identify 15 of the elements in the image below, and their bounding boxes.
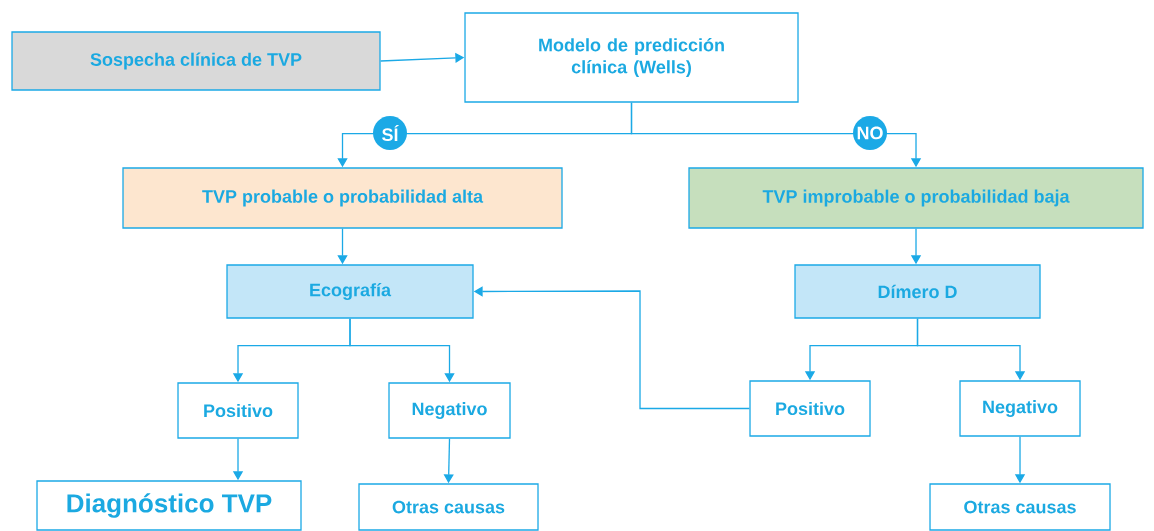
result-box: Positivo xyxy=(177,382,299,439)
process-box: TVP improbable o probabilidad baja xyxy=(688,167,1144,229)
process-box: TVP probable o probabilidad alta xyxy=(122,167,563,229)
outcome-box: Otras causas xyxy=(929,483,1111,531)
edge-label: SÍ xyxy=(373,116,407,150)
process-box: Modelo de predicción clínica (Wells) xyxy=(464,12,799,103)
process-box: Dímero D xyxy=(794,264,1041,319)
result-box: Negativo xyxy=(959,380,1081,437)
result-box: Negativo xyxy=(388,382,511,439)
process-box: Ecografía xyxy=(226,264,474,319)
result-box: Positivo xyxy=(749,380,871,437)
outcome-box: Diagnóstico TVP xyxy=(36,480,302,531)
process-box: Sospecha clínica de TVP xyxy=(11,31,381,91)
edge-label: NO xyxy=(853,116,887,150)
outcome-box: Otras causas xyxy=(358,483,539,531)
